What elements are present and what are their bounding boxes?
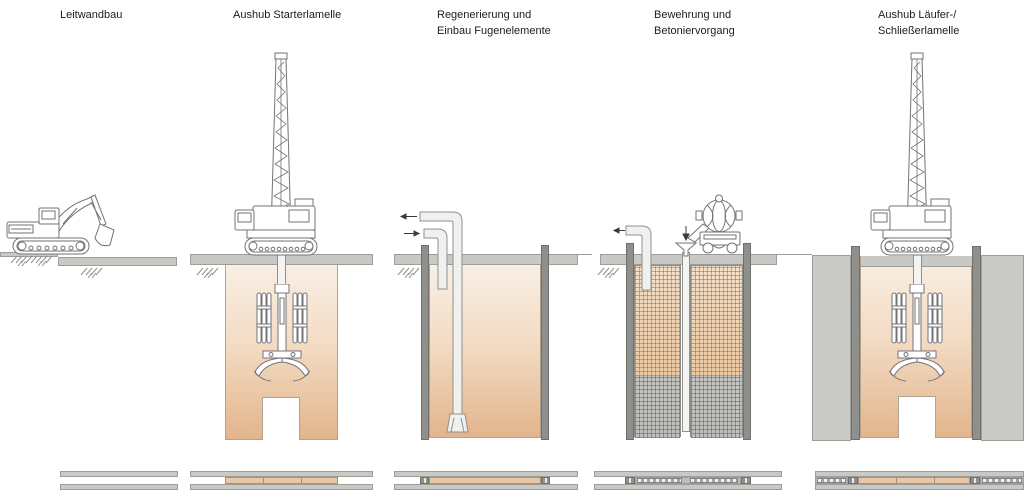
ground-band (394, 254, 578, 265)
step-title-4: Bewehrung und Betoniervorgang (654, 9, 735, 37)
finished-wall-right (981, 255, 1024, 441)
crawler-crane-icon (867, 52, 967, 257)
suction-pipe-icon (612, 220, 660, 292)
stop-end-element-right (972, 246, 981, 440)
stop-end-element-left (421, 245, 429, 440)
soil-hatch-icon (80, 267, 104, 278)
plan-rebar-cage (982, 478, 1022, 483)
plan-rebar-cage (637, 478, 682, 483)
plan-guide-wall-top (594, 471, 782, 477)
stop-end-element-left (626, 243, 634, 440)
plan-slurry-panel (429, 477, 541, 484)
panel-divider (301, 478, 302, 485)
plan-rebar-cage (690, 478, 738, 483)
excavator-icon (3, 190, 121, 256)
plan-guide-wall-bottom (815, 484, 1024, 490)
plan-closing-panel (858, 477, 970, 485)
plan-stop-end (970, 477, 980, 484)
panel-1 (0, 0, 178, 494)
cage-in-concrete (635, 376, 680, 438)
soil-hatch-icon (30, 255, 54, 266)
soil-hatch-icon (10, 255, 34, 266)
plan-stop-end (741, 477, 751, 484)
plan-guide-wall-bottom (594, 484, 782, 490)
slurry-pipe-icon (400, 206, 570, 438)
plan-starter-panel (225, 477, 338, 485)
unexcavated-notch (898, 396, 936, 438)
plan-guide-wall-top (190, 471, 373, 477)
flow-arrow-left-icon (400, 213, 407, 220)
crawler-crane-icon (231, 52, 331, 257)
plan-stop-end (541, 477, 550, 484)
kelly-bar (913, 228, 922, 286)
soil-hatch-icon (397, 267, 421, 278)
plan-guide-wall-bottom (394, 484, 578, 490)
plan-guide-wall-top (394, 471, 578, 477)
plan-stop-end (420, 477, 429, 484)
step-title-2: Aushub Starterlamelle (233, 9, 342, 21)
plan-guide-wall-bottom (60, 484, 178, 490)
guide-wall-strip (58, 257, 177, 266)
stop-end-element-right (743, 243, 751, 440)
ground-line (578, 254, 592, 255)
finished-wall-left (812, 255, 851, 441)
panel-divider (934, 478, 935, 485)
plan-stop-end (848, 477, 858, 484)
step-title-5: Aushub Läufer-/ Schließerlamelle (878, 9, 960, 37)
concrete-mixer-truck-icon (687, 194, 749, 256)
flow-arrow-down-icon (682, 233, 690, 242)
panel-divider (263, 478, 264, 485)
stop-end-element-right (541, 245, 549, 440)
slurry-trench (429, 265, 541, 438)
tremie-funnel-icon (674, 224, 698, 258)
cage-in-concrete (691, 376, 742, 438)
plan-stop-end (625, 477, 635, 484)
panel-divider (896, 478, 897, 485)
ground-line (777, 254, 812, 255)
flow-arrow-right-icon (413, 230, 421, 237)
soil-hatch-icon (196, 267, 220, 278)
stop-end-element-left (851, 246, 860, 440)
cage-in-slurry (691, 266, 742, 376)
kelly-bar (277, 228, 286, 286)
plan-rebar-cage (817, 478, 846, 483)
trench-grab-icon (247, 284, 317, 384)
tremie-pipe-icon (682, 252, 690, 432)
step-title-1: Leitwandbau (60, 9, 123, 21)
unexcavated-notch (262, 397, 300, 440)
trench-grab-icon (882, 284, 952, 384)
flow-arrow-left-icon (612, 227, 620, 234)
soil-hatch-icon (597, 267, 621, 278)
plan-concreted-panel (635, 477, 741, 484)
plan-guide-wall-top (60, 471, 178, 477)
plan-guide-wall-bottom (190, 484, 373, 490)
rebar-cage-right (690, 265, 743, 438)
step-title-3: Regenerierung und Einbau Fugenelemente (437, 9, 551, 37)
